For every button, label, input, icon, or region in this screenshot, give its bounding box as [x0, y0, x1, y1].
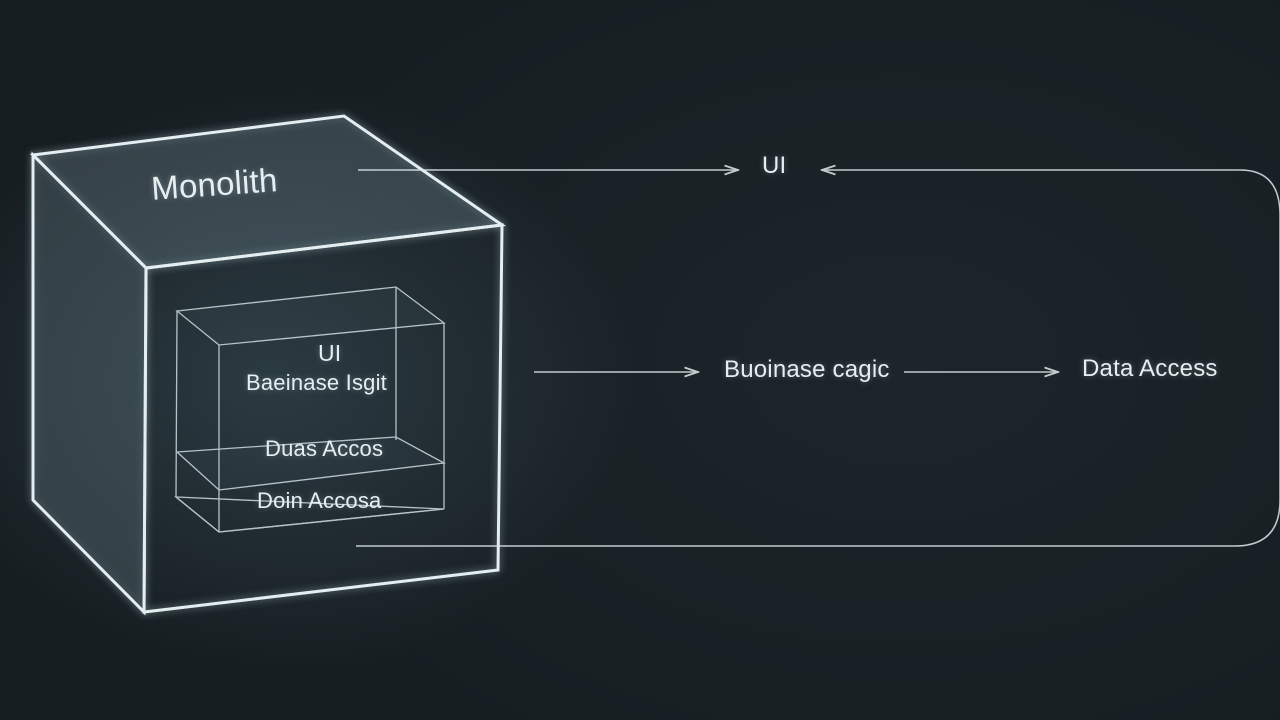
inner-layer-box: [174, 286, 447, 533]
flow-label-ui: UI: [762, 152, 787, 179]
cube-left-face: [31, 151, 148, 616]
flow-label-data-access: Data Access: [1082, 355, 1218, 382]
inner-layer-divider-upper: [175, 436, 447, 491]
cube-front-face: [142, 223, 504, 614]
inner-label-ui: UI: [318, 340, 342, 366]
monolith-cube: [29, 114, 507, 616]
flow-label-business-logic: Buoinase cagic: [724, 356, 890, 383]
inner-label-data-access-upper: Duas Accos: [265, 436, 384, 461]
inner-box-top: [175, 286, 446, 346]
inner-label-business-logic: Baeinase Isgit: [246, 370, 387, 395]
inner-label-data-access-lower: Doin Accosa: [257, 488, 382, 513]
